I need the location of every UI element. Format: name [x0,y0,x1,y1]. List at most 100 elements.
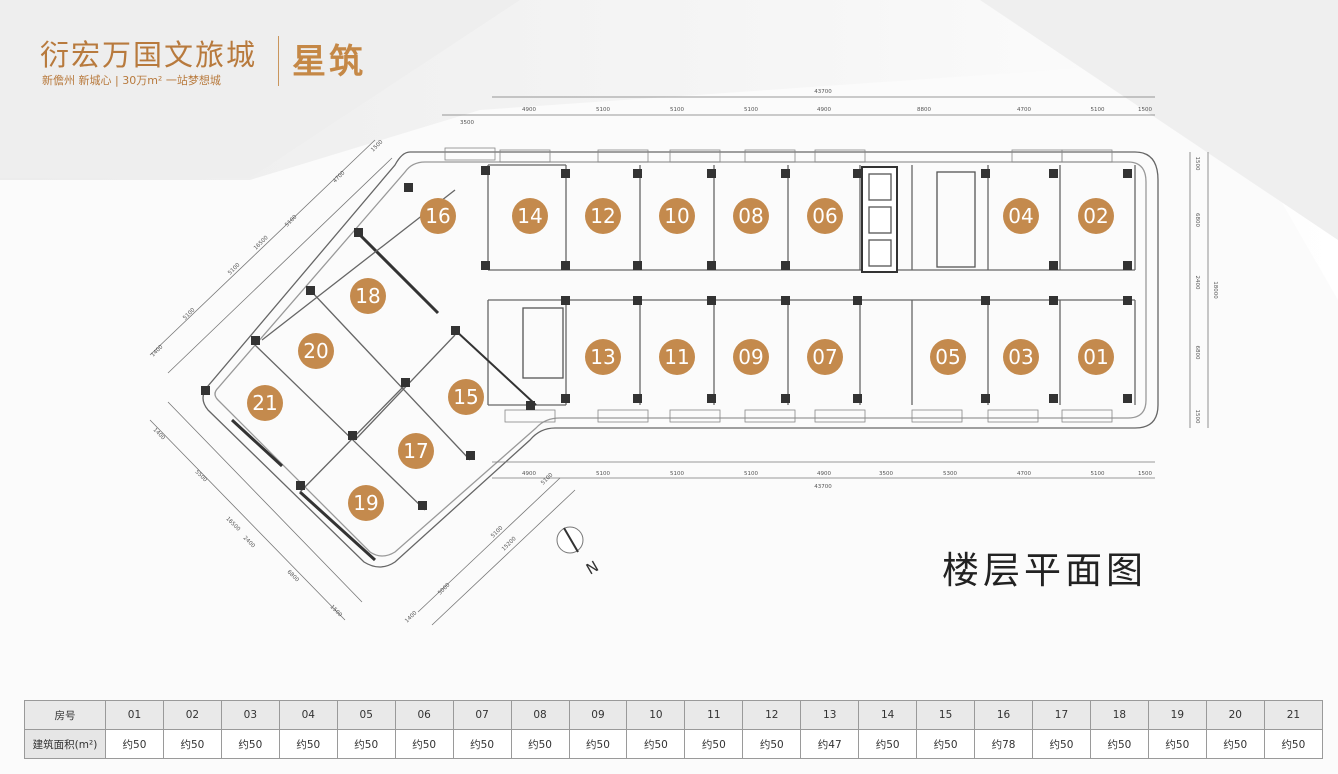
room-number-label: 19 [353,491,378,515]
room-number-label: 13 [590,345,615,369]
top-dimension-label: 5100 [670,107,684,113]
top-dimension-label: 8800 [917,107,931,113]
area-cell: 约50 [1147,729,1207,759]
compass-icon: N [556,526,602,578]
top-dimension-label: 4900 [817,107,831,113]
room-number-cell: 17 [1032,700,1091,730]
area-cell: 约50 [858,729,918,759]
upper-left-dimension-label: 4700 [332,170,346,184]
room-number-label: 06 [812,204,837,228]
right-dimension-label: 6800 [1194,213,1200,227]
room-number-label: 07 [812,345,837,369]
floor-plan-title: 楼层平面图 [942,549,1147,592]
bottom-dimension-label: 4900 [817,471,831,477]
right-total-dimension: 18000 [1212,281,1218,299]
room-number-label: 09 [738,345,763,369]
room-marker: 09 [733,339,769,375]
room-number-label: 05 [935,345,960,369]
room-marker: 03 [1003,339,1039,375]
lower-right-dimension-label: 5000 [437,582,451,596]
room-number-label: 10 [664,204,689,228]
room-number-label: 02 [1083,204,1108,228]
upper-left-dimension-label: 5100 [182,307,196,321]
lower-left-dimension-label: 2400 [242,535,256,549]
room-number-label: 17 [403,439,428,463]
lower-right-dimension-label: 15200 [501,536,518,553]
area-cell: 约50 [684,729,744,759]
room-number-label: 15 [453,385,478,409]
bottom-total-dimension: 43700 [814,484,832,490]
area-cell: 约50 [1089,729,1149,759]
room-number-cell: 16 [974,700,1033,730]
upper-left-dimension-label: 1400 [150,344,164,358]
room-marker: 13 [585,339,621,375]
top-total-dimension: 43700 [814,89,832,95]
right-dimension-label: 1500 [1194,157,1200,171]
upper-left-dimension-label: 1500 [370,139,384,153]
room-number-label: 04 [1008,204,1033,228]
brand-divider [278,36,279,86]
room-number-cell: 07 [452,700,512,730]
room-number-cell: 21 [1263,700,1324,730]
brand-header: 衍宏万国文旅城 新儋州 新城心 | 30万m² 一站梦想城 星筑 [40,32,420,92]
room-number-cell: 05 [336,700,396,730]
area-cell: 约78 [974,729,1033,759]
bottom-dimension-label: 5100 [744,471,758,477]
room-number-cell: 02 [162,700,222,730]
brand-subtitle: 新儋州 新城心 | 30万m² 一站梦想城 [42,74,221,87]
top-dimension-label: 3500 [460,120,474,126]
room-number-cell: 12 [742,700,802,730]
area-cell: 约50 [162,729,222,759]
room-marker: 17 [398,433,434,469]
room-marker: 08 [733,198,769,234]
room-number-label: 21 [252,391,277,415]
area-cell: 约50 [568,729,628,759]
top-dimension-label: 4900 [522,107,536,113]
area-cell: 约47 [800,729,860,759]
room-marker: 06 [807,198,843,234]
bottom-dimension-label: 4700 [1017,471,1031,477]
room-number-cell: 08 [510,700,570,730]
compass-label: N [583,557,602,578]
room-marker: 02 [1078,198,1114,234]
room-marker: 07 [807,339,843,375]
bottom-dimension-label: 5300 [943,471,957,477]
room-marker: 11 [659,339,695,375]
lower-right-dimension-label: 1400 [404,610,418,624]
room-number-label: 11 [664,345,689,369]
room-marker: 14 [512,198,548,234]
room-number-label: 03 [1008,345,1033,369]
room-number-cell: 20 [1205,700,1265,730]
lower-left-dimension-label: 1400 [152,427,166,441]
room-number-label: 20 [303,339,328,363]
area-cell: 约50 [105,729,164,759]
room-marker: 04 [1003,198,1039,234]
right-dimension-label: 1500 [1194,410,1200,424]
room-number-cell: 09 [568,700,628,730]
area-header: 建筑面积(m²) [24,729,106,759]
room-number-label: 14 [517,204,542,228]
room-number-header: 房号 [24,700,106,730]
room-number-label: 16 [425,204,450,228]
room-marker: 10 [659,198,695,234]
room-number-cell: 13 [800,700,860,730]
area-cell: 约50 [336,729,396,759]
room-number-label: 18 [355,284,380,308]
area-cell: 约50 [742,729,802,759]
bottom-dimension-label: 4900 [522,471,536,477]
room-number-label: 01 [1083,345,1108,369]
area-cell: 约50 [278,729,338,759]
area-cell: 约50 [1032,729,1091,759]
lower-left-dimension-label: 16500 [224,516,241,533]
bottom-dimension-label: 5100 [596,471,610,477]
room-marker: 01 [1078,339,1114,375]
lower-left-dimension-label: 5500 [194,469,208,483]
room-marker: 05 [930,339,966,375]
room-number-cell: 04 [278,700,338,730]
room-marker: 16 [420,198,456,234]
